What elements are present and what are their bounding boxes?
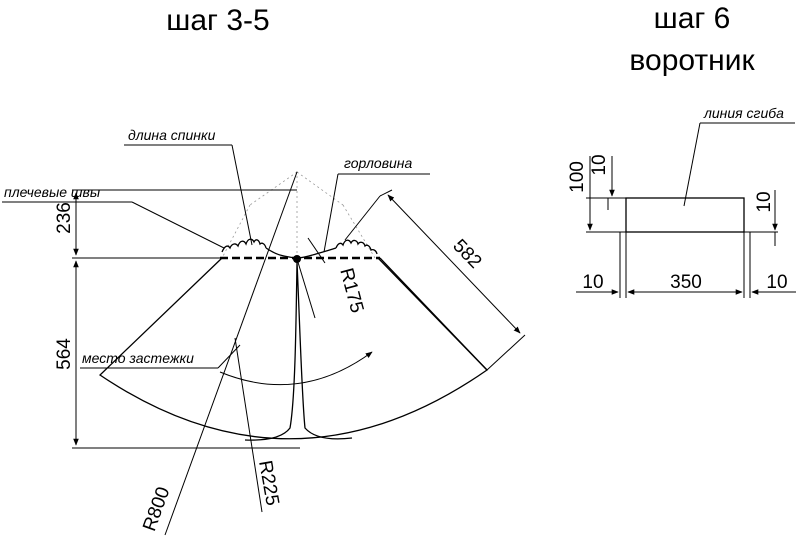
shoulder-seam-right	[335, 239, 378, 255]
neck-curve-left	[265, 247, 298, 259]
dim-body-height: 564	[54, 260, 300, 449]
r175-leader	[296, 258, 316, 319]
dim-564-label: 564	[54, 338, 75, 370]
fastening-leader	[217, 344, 241, 369]
shoulder-seam-left	[221, 238, 267, 253]
r800-leader	[164, 171, 298, 536]
step-6-title: шаг 6	[654, 2, 731, 35]
neck-curve-right	[296, 247, 337, 259]
neckline-leader	[323, 173, 339, 253]
back-length-leader	[231, 144, 253, 246]
dim-r175-label: R175	[335, 266, 367, 315]
collar-dim-100: 100	[567, 161, 588, 193]
r225-leader	[234, 337, 263, 513]
cape-outline	[98, 257, 488, 440]
collar-title: воротник	[629, 44, 755, 77]
shoulder-leader	[131, 201, 225, 249]
fold-line-leader	[683, 122, 701, 207]
cape-pattern: 236 564 582 R175 R800 R225 длина спинки …	[2, 127, 526, 536]
dim-r225-label: R225	[254, 459, 283, 507]
dim-236-label: 236	[54, 202, 75, 234]
neckline-label: горловина	[344, 155, 412, 171]
collar-drawing: линия сгиба 100 10 10 10 350 10	[567, 105, 796, 298]
step-3-5-title: шаг 3-5	[166, 4, 269, 37]
right-side-edge	[377, 257, 488, 371]
shoulder-seams-label: плечевые швы	[4, 184, 101, 200]
rotation-arrow	[219, 351, 373, 386]
collar-dim-10-left: 10	[582, 272, 603, 293]
collar-dim-10-side: 10	[754, 191, 775, 212]
construction-guides	[221, 170, 376, 259]
collar-dim-350: 350	[670, 272, 702, 293]
collar-rect	[625, 197, 745, 233]
collar-dim-10-right: 10	[766, 272, 787, 293]
back-length-label: длина спинки	[128, 127, 216, 143]
collar-dim-10-top: 10	[589, 154, 610, 175]
dim-582-label: 582	[448, 235, 485, 272]
dim-side-length: 582	[344, 189, 526, 371]
fold-line-label: линия сгиба	[703, 105, 784, 121]
fastening-place-label: место застежки	[82, 350, 194, 366]
dim-r800-label: R800	[139, 484, 174, 534]
fastening-slit	[244, 261, 353, 441]
r175-leader-2	[307, 237, 326, 264]
dim-shoulder-height: 236	[54, 189, 240, 259]
